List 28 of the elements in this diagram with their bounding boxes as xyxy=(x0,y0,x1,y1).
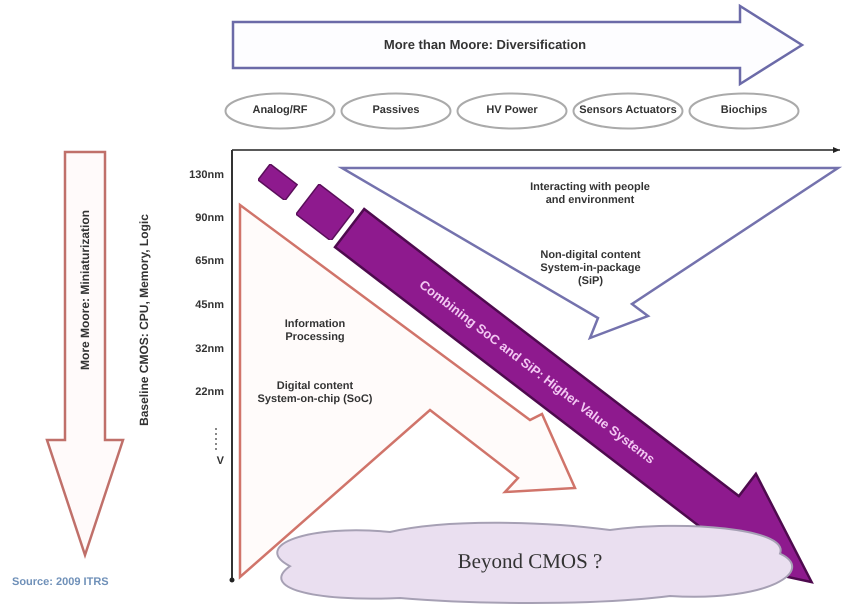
shape-label: HV Power xyxy=(485,103,539,118)
shape-label: Non-digital content System-in-package (SiP) xyxy=(539,249,642,289)
tick-label: 65nm xyxy=(195,255,224,267)
block-arrow xyxy=(45,150,125,558)
shape-label: Digital content System-on-chip (SoC) xyxy=(256,380,374,406)
shape-label: Interacting with people and environment xyxy=(529,181,651,208)
shape-label: More than Moore: Diversification xyxy=(382,36,588,54)
axis-title: Baseline CMOS: CPU, Memory, Logic xyxy=(137,214,151,426)
shape-label: More Moore: Miniaturization xyxy=(78,210,92,370)
oval-shape xyxy=(224,92,336,130)
tick-label: 32nm xyxy=(195,343,224,355)
tick-label: 45nm xyxy=(195,299,224,311)
shape-label: Analog/RF xyxy=(252,103,308,118)
tick-label: 90nm xyxy=(195,212,224,224)
block-arrow xyxy=(230,5,805,87)
oval-shape xyxy=(572,92,684,130)
shape-label: Sensors Actuators xyxy=(578,103,678,118)
shape-label: Information Processing xyxy=(284,318,346,344)
tick-label: 22nm xyxy=(195,386,224,398)
shape-label: Beyond CMOS ? xyxy=(456,548,604,576)
oval-shape xyxy=(688,92,800,130)
source-note: Source: 2009 ITRS xyxy=(12,576,109,588)
tick-label: 130nm xyxy=(189,169,224,181)
oval-shape xyxy=(456,92,568,130)
shape-label: Biochips xyxy=(720,103,768,118)
tick-label: V xyxy=(216,455,224,467)
oval-shape xyxy=(340,92,452,130)
shape-label: Passives xyxy=(371,103,421,118)
